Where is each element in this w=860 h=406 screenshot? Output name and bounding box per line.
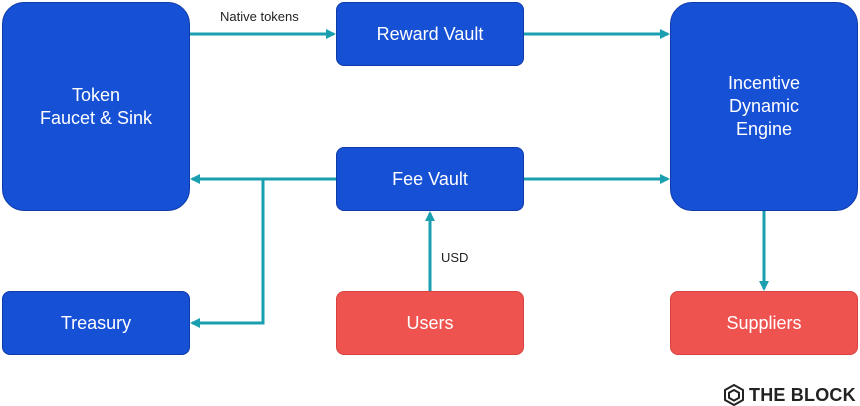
arrow-fee-vault-to-treasury [190,179,265,328]
token-faucet-sink-node: Token Faucet & Sink [2,2,190,211]
treasury-node: Treasury [2,291,190,355]
suppliers-node: Suppliers [670,291,858,355]
users-node: Users [336,291,524,355]
fee-vault-node: Fee Vault [336,147,524,211]
brand-name: THE BLOCK [749,384,856,405]
usd-label: USD [441,250,469,265]
reward-vault-node: Reward Vault [336,2,524,66]
native-tokens-label: Native tokens [220,9,299,24]
cube-outline-icon [724,384,744,406]
incentive-engine-node: Incentive Dynamic Engine [670,2,858,211]
brand-watermark: THE BLOCK [724,384,856,406]
